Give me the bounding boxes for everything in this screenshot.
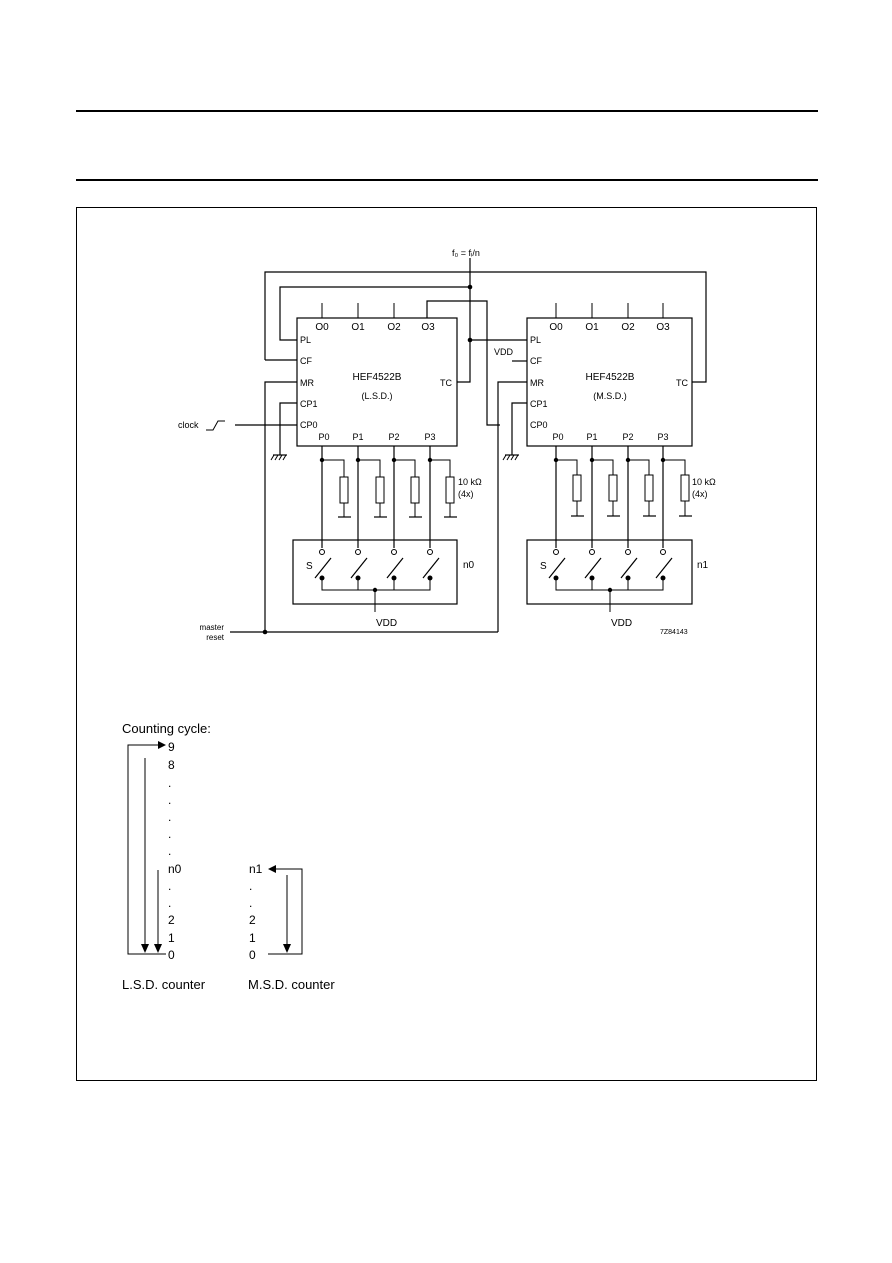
left-pin-mr: MR bbox=[300, 378, 314, 388]
right-switch-s-label: S bbox=[540, 561, 547, 572]
right-switch-vdd: VDD bbox=[611, 618, 632, 629]
left-pin-cf: CF bbox=[300, 356, 312, 366]
right-resistor-count: (4x) bbox=[692, 489, 708, 499]
right-pin-p3: P3 bbox=[657, 432, 668, 442]
right-chip-name: HEF4522B bbox=[586, 372, 635, 383]
left-out-o3: O3 bbox=[421, 322, 435, 333]
left-pin-tc: TC bbox=[440, 378, 452, 388]
right-pin-cp1: CP1 bbox=[530, 399, 548, 409]
lsd-dot-7: . bbox=[168, 896, 171, 910]
right-out-o1: O1 bbox=[585, 322, 599, 333]
right-pin-mr: MR bbox=[530, 378, 544, 388]
left-resistor-value: 10 kΩ bbox=[458, 477, 482, 487]
right-pin-pl: PL bbox=[530, 335, 541, 345]
left-switch-block-n0: S n0 VDD bbox=[292, 539, 475, 629]
left-pin-p3: P3 bbox=[424, 432, 435, 442]
right-pin-cf: CF bbox=[530, 356, 542, 366]
msd-value-1: 1 bbox=[249, 931, 256, 945]
lsd-dot-4: . bbox=[168, 827, 171, 841]
feedback-wires bbox=[264, 258, 707, 426]
msd-counter-label: M.S.D. counter bbox=[248, 977, 335, 992]
master-reset-label-1: master bbox=[200, 623, 225, 632]
left-pin-cp0: CP0 bbox=[300, 420, 318, 430]
right-switch-name: n1 bbox=[697, 560, 709, 571]
lsd-dot-3: . bbox=[168, 810, 171, 824]
right-switch-block-n1: S n1 VDD bbox=[526, 539, 709, 629]
lsd-value-0: 0 bbox=[168, 948, 175, 962]
left-pin-cp1: CP1 bbox=[300, 399, 318, 409]
right-pin-p2: P2 bbox=[622, 432, 633, 442]
msd-value-2: 2 bbox=[249, 913, 256, 927]
left-pin-pl: PL bbox=[300, 335, 311, 345]
lsd-value-1: 1 bbox=[168, 931, 175, 945]
right-cf-vdd-label: VDD bbox=[494, 347, 514, 357]
left-switch-s-label: S bbox=[306, 561, 313, 572]
right-pin-cp0: CP0 bbox=[530, 420, 548, 430]
lsd-value-2: 2 bbox=[168, 913, 175, 927]
lsd-counter-label: L.S.D. counter bbox=[122, 977, 206, 992]
counting-cycle: Counting cycle: 9 8 . . . . . n0 . . 2 1… bbox=[122, 721, 335, 992]
left-resistor-network: 10 kΩ (4x) bbox=[319, 446, 482, 548]
lsd-dot-6: . bbox=[168, 879, 171, 893]
lsd-dot-1: . bbox=[168, 776, 171, 790]
left-pin-p1: P1 bbox=[352, 432, 363, 442]
left-chip-name: HEF4522B bbox=[353, 372, 402, 383]
msd-value-0: 0 bbox=[249, 948, 256, 962]
msd-value-n1: n1 bbox=[249, 862, 263, 876]
left-switch-name: n0 bbox=[463, 560, 475, 571]
lsd-dot-2: . bbox=[168, 793, 171, 807]
right-out-o3: O3 bbox=[656, 322, 670, 333]
left-out-o2: O2 bbox=[387, 322, 401, 333]
msd-dot-1: . bbox=[249, 879, 252, 893]
figure-code: 7Z84143 bbox=[660, 629, 688, 636]
left-out-o0: O0 bbox=[315, 322, 329, 333]
left-out-o1: O1 bbox=[351, 322, 365, 333]
left-resistor-count: (4x) bbox=[458, 489, 474, 499]
master-reset-label-2: reset bbox=[206, 633, 225, 642]
header-rule bbox=[76, 179, 818, 181]
master-reset-bus: master reset bbox=[200, 623, 498, 642]
counting-cycle-title: Counting cycle: bbox=[122, 721, 211, 736]
output-frequency-label: f₀ = fᵢ/n bbox=[452, 248, 480, 258]
left-chip: O0 O1 O2 O3 PL CF MR CP1 CP0 HEF4522B (L… bbox=[178, 303, 458, 632]
msd-dot-2: . bbox=[249, 896, 252, 910]
lsd-value-8: 8 bbox=[168, 758, 175, 772]
right-chip: O0 O1 O2 O3 PL CF MR CP1 CP0 HEF4522B (M… bbox=[494, 303, 693, 632]
right-out-o0: O0 bbox=[549, 322, 563, 333]
left-switch-vdd: VDD bbox=[376, 618, 397, 629]
lsd-value-9: 9 bbox=[168, 740, 175, 754]
right-out-o2: O2 bbox=[621, 322, 635, 333]
top-rule bbox=[76, 110, 818, 112]
right-resistor-network: 10 kΩ (4x) bbox=[553, 446, 716, 548]
clock-label: clock bbox=[178, 420, 199, 430]
lsd-value-n0: n0 bbox=[168, 862, 182, 876]
right-chip-variant: (M.S.D.) bbox=[593, 391, 627, 401]
right-pin-p0: P0 bbox=[552, 432, 563, 442]
left-pin-p0: P0 bbox=[318, 432, 329, 442]
left-pin-p2: P2 bbox=[388, 432, 399, 442]
lsd-dot-5: . bbox=[168, 844, 171, 858]
right-pin-tc: TC bbox=[676, 378, 688, 388]
figure-frame bbox=[76, 207, 817, 1081]
left-chip-variant: (L.S.D.) bbox=[361, 391, 392, 401]
right-pin-p1: P1 bbox=[586, 432, 597, 442]
right-resistor-value: 10 kΩ bbox=[692, 477, 716, 487]
